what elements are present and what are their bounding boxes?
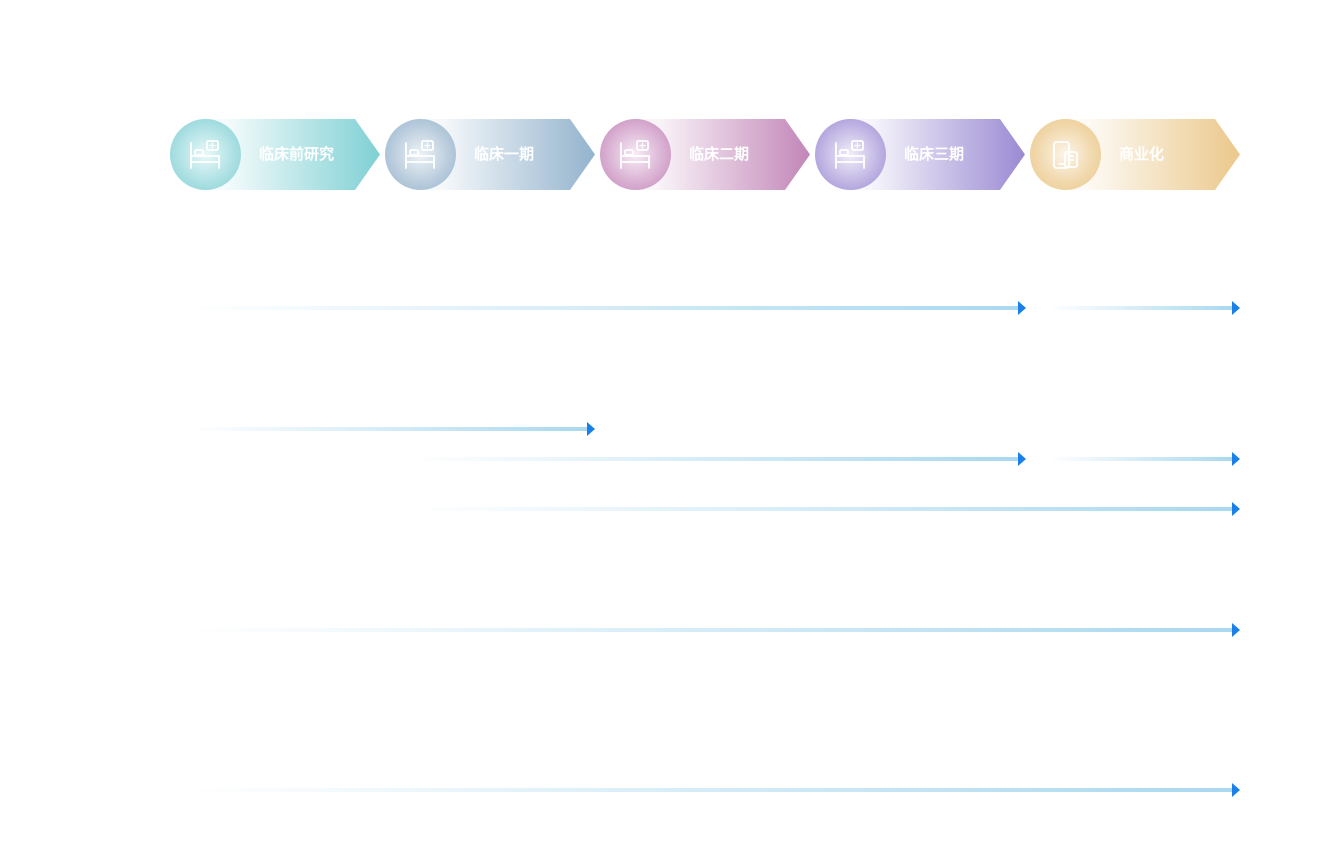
arrow-head-icon xyxy=(587,422,595,436)
stage-4: 临床三期 xyxy=(815,119,1025,190)
progress-segment xyxy=(1050,301,1240,315)
progress-segment xyxy=(190,422,595,436)
stage-3: 临床二期 xyxy=(600,119,810,190)
stage-label: 临床一期 xyxy=(474,145,535,163)
progress-line xyxy=(190,788,1234,792)
progress-segment xyxy=(410,452,1026,466)
stage-label: 临床三期 xyxy=(904,145,965,163)
stage-icon-bubble xyxy=(815,119,886,190)
arrow-head-icon xyxy=(1018,452,1026,466)
stage-label: 临床二期 xyxy=(689,145,750,163)
arrow-head-icon xyxy=(1232,301,1240,315)
progress-segment xyxy=(190,301,1026,315)
arrow-head-icon xyxy=(1018,301,1026,315)
stage-2: 临床一期 xyxy=(385,119,595,190)
progress-segment xyxy=(190,783,1240,797)
stage-label: 商业化 xyxy=(1119,145,1165,163)
progress-line xyxy=(1050,306,1234,310)
stage-chevron-band xyxy=(850,119,1025,190)
stage-1: 临床前研究 xyxy=(170,119,380,190)
stage-icon-bubble xyxy=(385,119,456,190)
progress-line xyxy=(190,306,1020,310)
progress-line xyxy=(1050,457,1234,461)
progress-segment xyxy=(1050,452,1240,466)
stage-chevron-band xyxy=(205,119,380,190)
arrow-head-icon xyxy=(1232,623,1240,637)
stage-icon-bubble xyxy=(170,119,241,190)
progress-line xyxy=(190,427,589,431)
stage-chevron-band xyxy=(1065,119,1240,190)
progress-line xyxy=(410,457,1020,461)
progress-segment xyxy=(190,623,1240,637)
progress-line xyxy=(190,628,1234,632)
stage-icon-bubble xyxy=(600,119,671,190)
stage-5: 商业化 xyxy=(1030,119,1240,190)
stage-label: 临床前研究 xyxy=(259,145,335,163)
arrow-head-icon xyxy=(1232,452,1240,466)
stage-icon-bubble xyxy=(1030,119,1101,190)
arrow-head-icon xyxy=(1232,783,1240,797)
stage-chevron-band xyxy=(635,119,810,190)
arrow-head-icon xyxy=(1232,502,1240,516)
progress-line xyxy=(410,507,1234,511)
stage-chevron-band xyxy=(420,119,595,190)
progress-segment xyxy=(410,502,1240,516)
